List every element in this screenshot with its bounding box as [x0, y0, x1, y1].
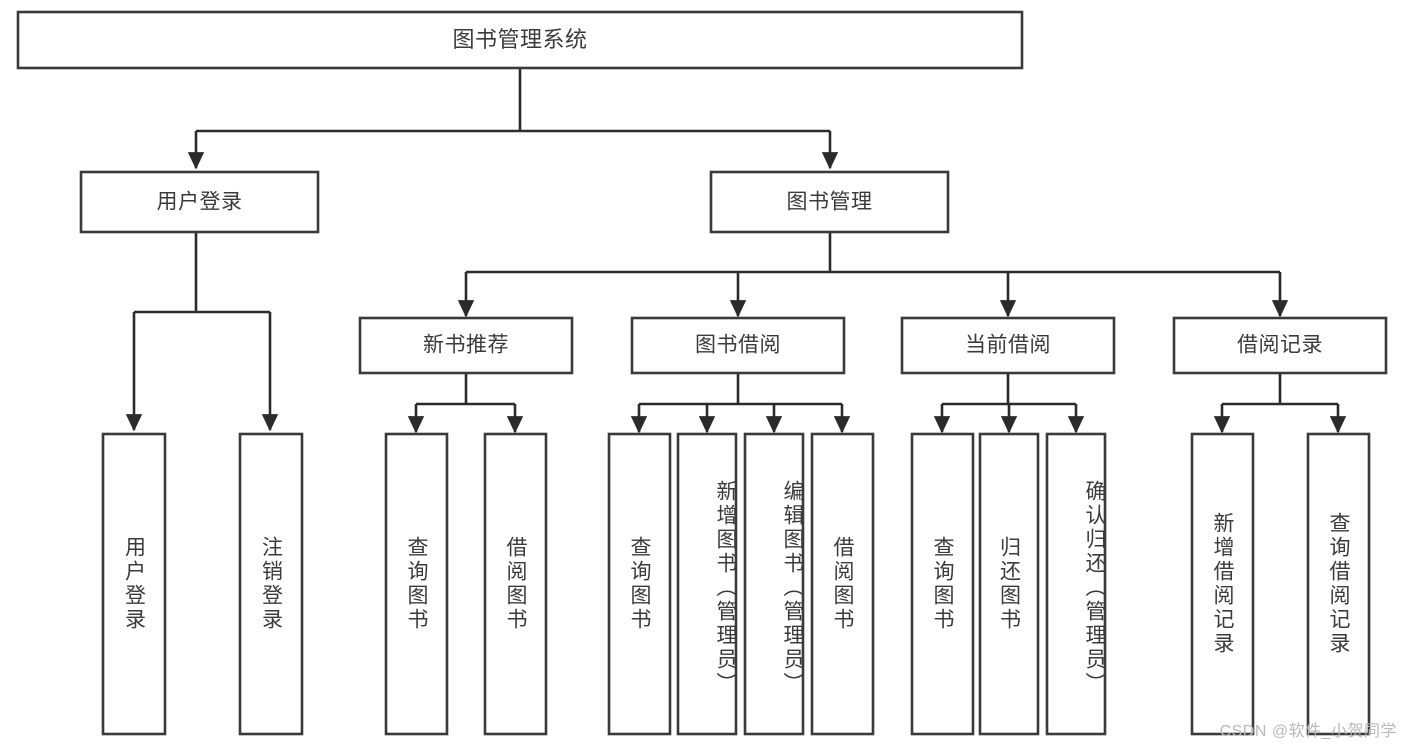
node-book-manage[interactable]: 图书管理 — [709, 170, 950, 234]
leaf-box-book-borrow-1[interactable] — [676, 432, 738, 736]
leaf-box-new-book-1[interactable] — [483, 432, 548, 736]
node-new-book-recommend[interactable]: 新书推荐 — [358, 316, 574, 375]
leaf-box-book-borrow-2[interactable] — [743, 432, 805, 736]
node-book-manage-box[interactable] — [709, 170, 950, 234]
node-root-label: 图书管理系统 — [452, 27, 587, 52]
node-borrow-record-label: 借阅记录 — [1237, 334, 1323, 357]
connector-group-new-book — [407, 373, 524, 434]
leaf-box-current-borrow-2[interactable] — [1045, 432, 1107, 736]
leaf-box-current-borrow-1[interactable] — [978, 432, 1040, 736]
node-user-login-label: 用户登录 — [157, 191, 243, 214]
node-root[interactable]: 图书管理系统 — [16, 10, 1024, 70]
leaf-box-book-borrow-0[interactable] — [607, 432, 672, 736]
node-new-book-recommend-box[interactable] — [358, 316, 574, 375]
node-root-box[interactable] — [16, 10, 1024, 70]
node-book-manage-label: 图书管理 — [787, 191, 873, 214]
node-user-login[interactable]: 用户登录 — [79, 170, 320, 234]
leaf-box-borrow-record-0[interactable] — [1190, 432, 1255, 736]
leaf-box-book-borrow-3[interactable] — [810, 432, 875, 736]
node-book-borrow-label: 图书借阅 — [695, 334, 781, 357]
connector-group-borrow-record — [1213, 373, 1347, 434]
node-user-login-box[interactable] — [79, 170, 320, 234]
node-current-borrow-box[interactable] — [900, 316, 1116, 375]
connector-group-user-login — [125, 232, 279, 432]
leaf-box-new-book-0[interactable] — [384, 432, 449, 736]
node-current-borrow-label: 当前借阅 — [965, 334, 1051, 357]
node-borrow-record-box[interactable] — [1172, 316, 1388, 375]
connector-group-root — [187, 68, 839, 170]
leaf-box-current-borrow-0[interactable] — [910, 432, 975, 736]
node-current-borrow[interactable]: 当前借阅 — [900, 316, 1116, 375]
leaf-box-user-login-0[interactable] — [101, 432, 167, 736]
connector-group-current-borrow — [933, 373, 1085, 434]
watermark-text: CSDN @软件_小贺同学 — [1219, 723, 1397, 740]
connector-group-book-manage — [457, 232, 1289, 318]
leaf-box-user-login-1[interactable] — [238, 432, 304, 736]
node-new-book-recommend-label: 新书推荐 — [423, 334, 509, 357]
leaf-box-borrow-record-1[interactable] — [1306, 432, 1371, 736]
connector-group-book-borrow — [630, 373, 851, 434]
node-book-borrow[interactable]: 图书借阅 — [630, 316, 846, 375]
node-book-borrow-box[interactable] — [630, 316, 846, 375]
node-borrow-record[interactable]: 借阅记录 — [1172, 316, 1388, 375]
